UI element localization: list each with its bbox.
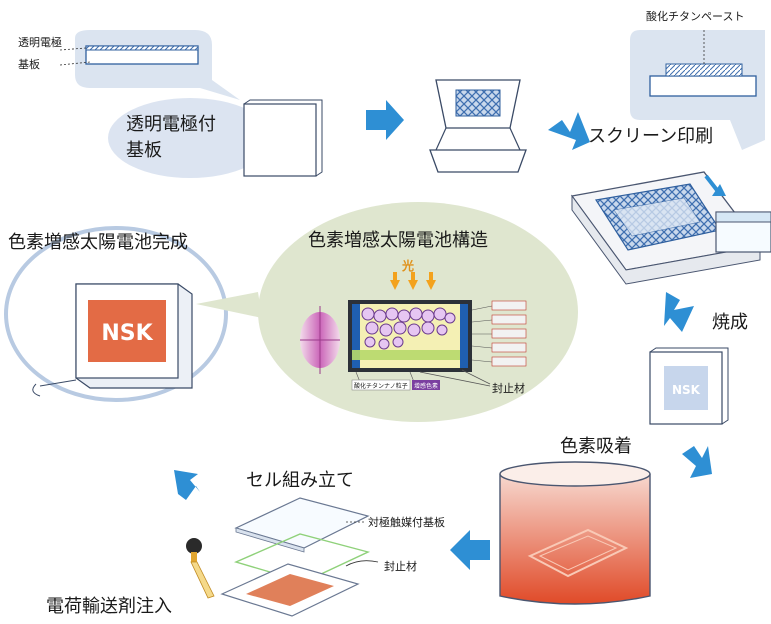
structure-diagram [300,272,527,391]
dye-label: 增感色素 [414,382,438,390]
light-label: 光 [401,258,414,273]
flow-arrow-1 [366,100,404,140]
light-arrows-icon [390,272,436,290]
step-firing-label: 焼成 [712,312,748,333]
step-dye-adsorption-label: 色素吸着 [560,436,632,457]
flow-arrow-3 [664,292,694,332]
fired-substrate-icon: NSK [649,347,729,425]
step-transparent-electrode-line2: 基板 [126,140,162,161]
titania-particles [361,307,456,350]
nsk-logo: NSK [101,321,153,346]
flow-arrow-2 [548,112,590,150]
flow-arrow-6 [174,470,200,500]
svg-text:NSK: NSK [672,383,701,397]
step-complete-label: 色素増感太陽電池完成 [8,232,188,253]
step-cell-assembly-label: セル組み立て [246,470,354,491]
callout-titania-paste-label: 酸化チタンペースト [646,9,744,23]
screen-frame-icon [429,79,527,173]
callout-electrode-label: 透明電極 [18,35,62,49]
callout-sealant-assembly-label: 封止材 [384,559,417,573]
callout-substrate-detail [59,30,240,100]
titania-particle-label: 酸化チタンナノ粒子 [354,382,408,390]
substrate-glass-icon [243,99,323,177]
dropper-icon [186,538,215,599]
flow-arrow-5 [450,530,490,570]
flow-arrow-4 [682,446,712,478]
structure-title: 色素増感太陽電池構造 [308,230,488,251]
callout-paste-detail [630,30,765,150]
cell-assembly-icon [220,497,379,617]
step-electrolyte-injection-label: 電荷輸送剤注入 [46,596,172,617]
structure-sealant-label: 封止材 [492,381,525,395]
step-screen-print-label: スクリーン印刷 [588,126,713,147]
dye-beaker-icon [499,461,651,605]
callout-substrate-label: 基板 [18,57,40,71]
callout-counter-electrode-label: 対極触媒付基板 [368,515,445,529]
electrode-layer-diagram [85,45,199,51]
step-transparent-electrode-line1: 透明電極付 [126,114,216,135]
screen-printer-icon [570,171,771,285]
completed-cell-icon [32,283,193,397]
step1-bubble [108,98,272,178]
